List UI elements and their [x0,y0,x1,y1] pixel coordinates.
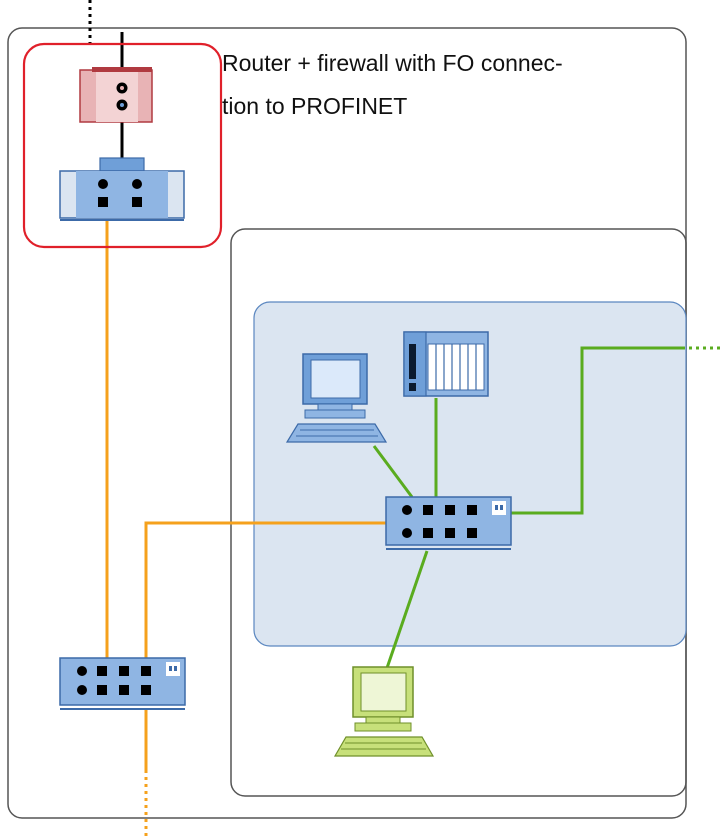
main-switch-icon [59,657,186,710]
caption-line-2: tion to PROFINET [222,93,408,119]
pc-link [372,445,414,498]
computer-icon [285,353,388,443]
cell-uplink [510,346,682,515]
external-pc-link [385,550,429,669]
switch-to-cell-link [144,521,387,660]
caption-line-1: Router + firewall with FO connec- [222,50,563,76]
media-converter-icon [59,157,185,221]
router-highlight-box [22,42,223,249]
cell-switch-icon [385,496,512,550]
computer-icon [333,666,435,757]
router-caption: Router + firewall with FO connec- tion t… [222,42,662,128]
router-firewall-icon [79,67,153,123]
plc-icon [403,331,489,397]
